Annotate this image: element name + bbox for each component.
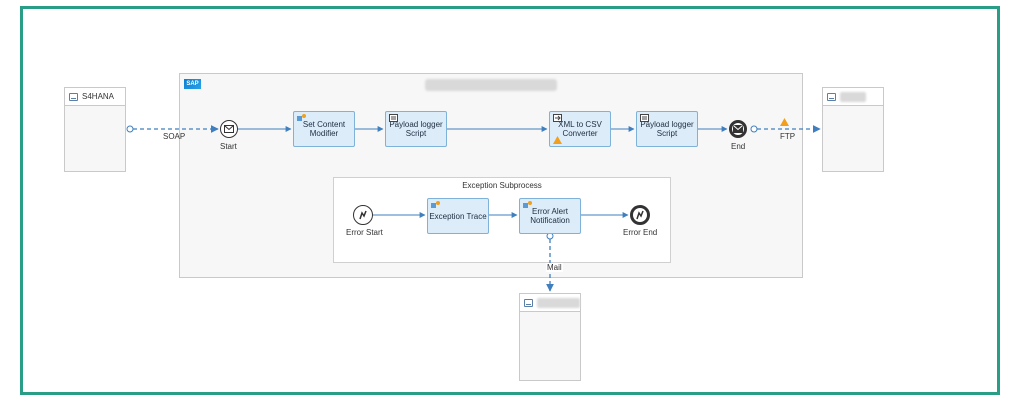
modifier-icon: [431, 201, 440, 208]
start-event-label: Start: [220, 142, 237, 151]
task-xml-to-csv-converter[interactable]: XML to CSV Converter: [549, 111, 611, 147]
receiver-channel-label[interactable]: FTP: [780, 132, 796, 141]
receiver-participant[interactable]: [822, 87, 884, 172]
task-payload-logger-script-1[interactable]: Payload logger Script: [385, 111, 447, 147]
participant-icon: [69, 92, 78, 101]
warning-icon: [780, 118, 789, 126]
lightning-icon: [359, 210, 367, 220]
pool-title-redacted: [425, 79, 557, 91]
task-label: Error Alert Notification: [530, 207, 570, 225]
receiver-name-redacted: [840, 91, 866, 102]
error-end-event-label: Error End: [623, 228, 658, 237]
sender-channel-label[interactable]: SOAP: [163, 132, 186, 141]
task-set-content-modifier[interactable]: Set Content Modifier: [293, 111, 355, 147]
task-label: Set Content Modifier: [302, 120, 346, 138]
end-event-label: End: [731, 142, 746, 151]
envelope-icon: [733, 125, 743, 133]
end-event[interactable]: [729, 120, 747, 138]
script-icon: [389, 114, 398, 122]
start-event[interactable]: [220, 120, 238, 138]
participant-icon: [524, 298, 533, 307]
mail-receiver-participant[interactable]: [519, 293, 581, 381]
task-label: XML to CSV Converter: [558, 120, 602, 138]
task-label: Payload logger Script: [389, 120, 443, 138]
converter-icon: [553, 114, 562, 122]
mail-receiver-name-redacted: [536, 297, 580, 308]
participant-icon: [827, 92, 836, 101]
task-label: Exception Trace: [429, 211, 487, 221]
task-payload-logger-script-2[interactable]: Payload logger Script: [636, 111, 698, 147]
envelope-icon: [224, 125, 234, 133]
task-label: Payload logger Script: [640, 120, 694, 138]
modifier-icon: [523, 201, 532, 208]
sap-logo: SAP: [184, 79, 201, 89]
modifier-icon: [297, 114, 306, 121]
task-exception-trace[interactable]: Exception Trace: [427, 198, 489, 234]
sender-participant[interactable]: S4HANA: [64, 87, 126, 172]
task-error-alert-notification[interactable]: Error Alert Notification: [519, 198, 581, 234]
exception-subprocess-title: Exception Subprocess: [462, 181, 542, 190]
error-end-event[interactable]: [630, 205, 650, 225]
script-icon: [640, 114, 649, 122]
error-start-event[interactable]: [353, 205, 373, 225]
exception-subprocess[interactable]: [333, 177, 671, 263]
mail-channel-label[interactable]: Mail: [546, 263, 563, 272]
sender-name: S4HANA: [82, 92, 115, 101]
lightning-icon: [636, 210, 644, 220]
warning-icon: [553, 136, 562, 144]
error-start-event-label: Error Start: [346, 228, 383, 237]
